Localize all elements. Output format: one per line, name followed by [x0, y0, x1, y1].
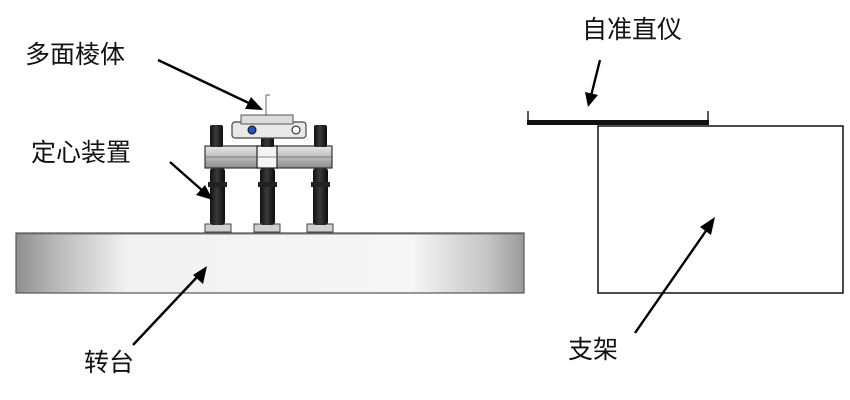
turntable [15, 232, 525, 294]
label-autocollimator: 自准直仪 [582, 15, 683, 44]
bracket [597, 125, 844, 294]
arrow-bracket [634, 217, 715, 334]
autocollimator [527, 111, 709, 125]
label-centering-device: 定心装置 [31, 138, 132, 167]
arrow-autocollimator [585, 59, 602, 107]
label-turntable: 转台 [84, 348, 135, 377]
arrow-turntable [132, 266, 207, 346]
arrow-polyhedron [157, 58, 263, 110]
centering-device [204, 125, 334, 233]
arrow-centering-device [169, 161, 213, 200]
polyhedron [231, 94, 307, 139]
label-bracket: 支架 [568, 335, 619, 364]
label-polyhedron: 多面棱体 [25, 40, 126, 69]
